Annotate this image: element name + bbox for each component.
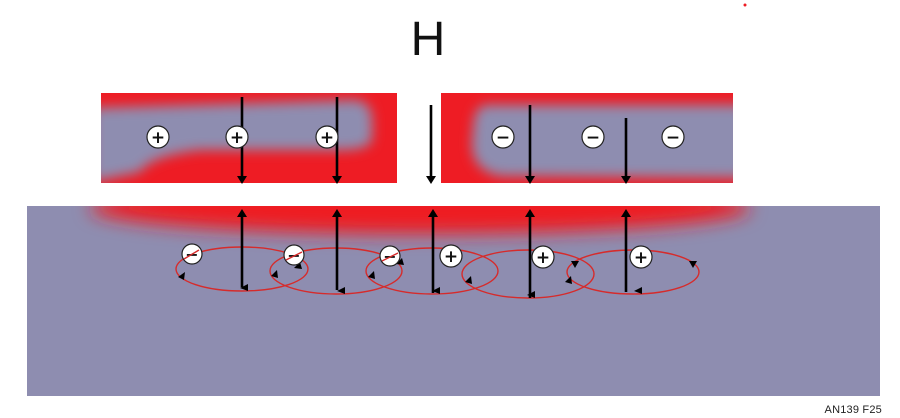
charge-sign: − xyxy=(586,128,600,148)
loop-arrow xyxy=(178,272,185,280)
charge-sign: − xyxy=(496,128,510,148)
substrate xyxy=(27,206,880,396)
charge-sign: + xyxy=(634,248,648,268)
loop-arrow xyxy=(240,284,248,291)
loop-arrow xyxy=(368,271,375,279)
left-magnet-charges: + + + xyxy=(146,125,339,149)
charge-sign: − xyxy=(666,128,680,148)
charge-sign: + xyxy=(320,128,334,148)
figure-id: AN139 F25 xyxy=(824,404,882,416)
positive-charge: + xyxy=(629,245,653,269)
negative-charge: − xyxy=(283,244,305,266)
charge-sign: + xyxy=(151,128,165,148)
positive-charge: + xyxy=(225,125,249,149)
current-mark xyxy=(381,252,399,262)
field-label: H xyxy=(410,13,446,66)
positive-charge: + xyxy=(439,244,463,268)
surface-charges: − − − + + + xyxy=(181,243,653,269)
loop-arrow xyxy=(396,258,404,265)
loop-arrow xyxy=(634,287,642,294)
loop-arrow xyxy=(689,261,697,268)
eddy-loop xyxy=(461,249,595,299)
stray-dot xyxy=(743,3,747,7)
positive-charge: + xyxy=(531,245,555,269)
negative-charge: − xyxy=(661,125,685,149)
charge-sign: + xyxy=(230,128,244,148)
right-magnet-charges: − − − xyxy=(491,125,685,149)
negative-charge: − xyxy=(379,245,401,267)
charge-sign: + xyxy=(536,248,550,268)
loop-arrow xyxy=(465,276,472,284)
current-mark xyxy=(183,249,200,260)
negative-charge: − xyxy=(491,125,515,149)
negative-charge: − xyxy=(581,125,605,149)
loop-arrow xyxy=(571,261,579,268)
charge-sign: + xyxy=(444,247,458,267)
loop-arrow xyxy=(271,270,278,278)
loop-arrow xyxy=(294,262,302,269)
positive-charge: + xyxy=(146,125,170,149)
field-arrows xyxy=(237,97,631,298)
loop-arrow xyxy=(432,287,440,294)
charge-current-marks xyxy=(183,249,399,262)
current-mark xyxy=(285,251,303,261)
loop-arrow xyxy=(565,276,572,284)
positive-charge: + xyxy=(315,125,339,149)
loop-arrow xyxy=(337,287,345,294)
